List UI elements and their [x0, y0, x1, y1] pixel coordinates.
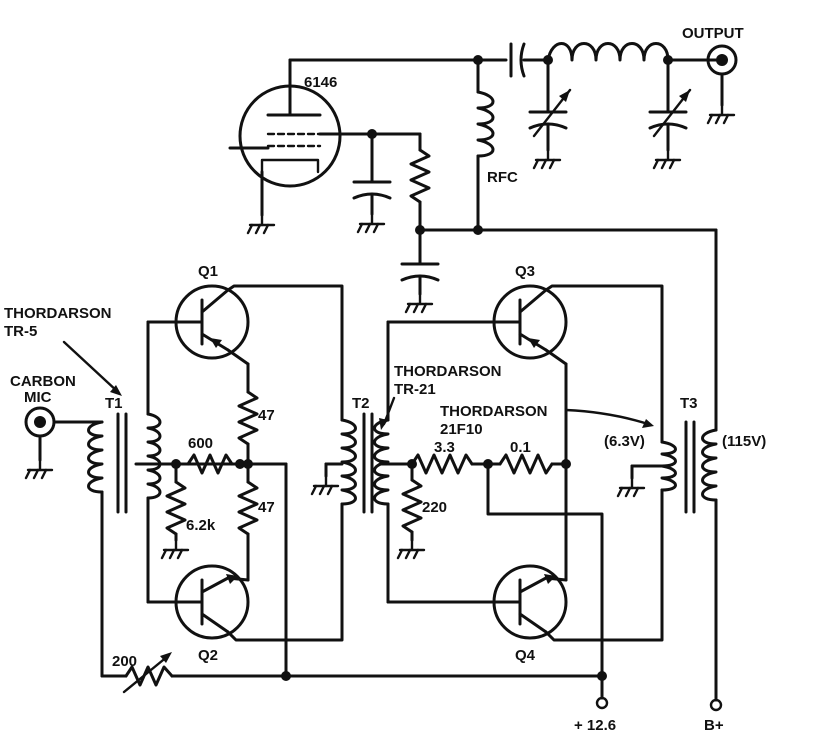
r6-2k-label: 6.2k	[186, 517, 216, 534]
r220-label: 220	[422, 499, 447, 516]
mic-label-line2: MIC	[24, 389, 52, 406]
t3-model: 21F10	[440, 421, 483, 438]
t1-model: TR-5	[4, 323, 37, 340]
t3-secondary-low: (6.3V)	[604, 433, 645, 450]
transistor-q3	[386, 284, 664, 582]
q1-label: Q1	[198, 263, 218, 280]
output-label: OUTPUT	[682, 25, 744, 42]
transistor-q4	[386, 488, 664, 642]
r47-top-label: 47	[258, 407, 275, 424]
transistor-q2	[146, 510, 344, 642]
t2-maker: THORDARSON	[394, 363, 502, 380]
mic-label-line1: CARBON	[10, 373, 76, 390]
r0-1-label: 0.1	[510, 439, 531, 456]
q2-label: Q2	[198, 647, 218, 664]
t1-label: T1	[105, 395, 123, 412]
rfc-label: RFC	[487, 169, 518, 186]
r3-3-label: 3.3	[434, 439, 455, 456]
t2-label: T2	[352, 395, 370, 412]
transistor-q1	[146, 284, 344, 422]
tube-label: 6146	[304, 74, 337, 91]
r47-bottom-label: 47	[258, 499, 275, 516]
variable-capacitor-1	[528, 58, 572, 170]
bplus-label: B+	[704, 717, 724, 734]
bplus-terminal-icon	[709, 698, 723, 712]
transformer-t2	[310, 320, 390, 604]
variable-capacitor-2	[648, 58, 692, 170]
t3-maker: THORDARSON	[440, 403, 548, 420]
q3-label: Q3	[515, 263, 535, 280]
t3-label: T3	[680, 395, 698, 412]
supply-12v-terminal-icon	[595, 696, 609, 710]
tube-6146	[228, 58, 374, 235]
r200-label: 200	[112, 653, 137, 670]
r600-label: 600	[188, 435, 213, 452]
supply-12v-label: + 12.6	[574, 717, 616, 734]
transformer-t1	[87, 320, 162, 678]
rf-choke	[476, 58, 495, 232]
q4-label: Q4	[515, 647, 536, 664]
t3-secondary-high: (115V)	[722, 433, 766, 450]
t2-model: TR-21	[394, 381, 436, 398]
transformer-t3	[616, 420, 718, 702]
t1-maker: THORDARSON	[4, 305, 112, 322]
